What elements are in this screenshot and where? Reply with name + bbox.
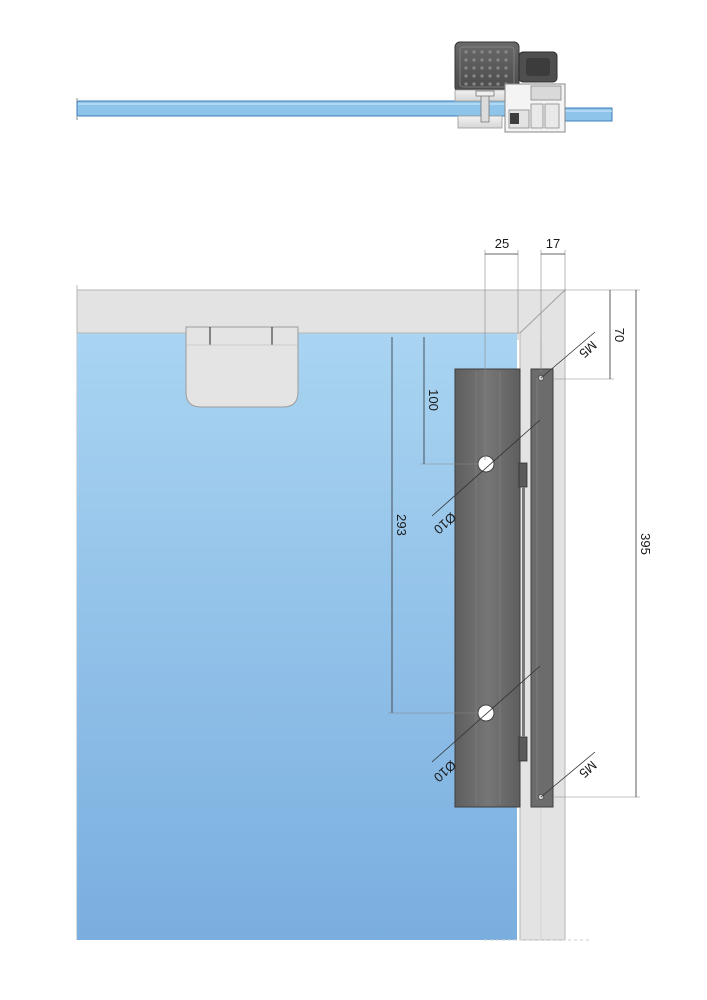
dim-hole-spacing: 293 bbox=[394, 514, 409, 536]
dimension-annotations: 25 17 70 395 100 293 Ø10 Ø10 M5 M5 bbox=[388, 236, 653, 798]
glass-pane bbox=[77, 333, 517, 940]
dim-thread-1: M5 bbox=[576, 338, 599, 361]
clamp-plate-bottom bbox=[457, 115, 503, 129]
frame-top-rail bbox=[76, 289, 567, 334]
strike-plate bbox=[530, 368, 554, 808]
glass-hole-upper bbox=[477, 455, 495, 473]
lock-body bbox=[454, 368, 521, 808]
top-patch-fitting bbox=[185, 326, 299, 408]
frame-profile-plan bbox=[504, 83, 566, 133]
dim-thread-2: M5 bbox=[576, 758, 599, 781]
dim-top-width-1: 25 bbox=[495, 236, 509, 251]
pin-upper bbox=[518, 462, 528, 488]
dim-right-total: 395 bbox=[638, 533, 653, 555]
top-section-view bbox=[76, 41, 613, 133]
bolt-plan bbox=[480, 91, 490, 123]
dim-hole-offset: 100 bbox=[426, 389, 441, 411]
dim-right-top: 70 bbox=[612, 328, 627, 342]
front-elevation-view bbox=[76, 285, 590, 941]
dim-top-width-2: 17 bbox=[546, 236, 560, 251]
lock-grip-pattern bbox=[464, 50, 508, 86]
pin-lower bbox=[518, 736, 528, 762]
glass-pane-plan bbox=[76, 100, 510, 117]
glass-pane-plan-right bbox=[559, 107, 613, 122]
